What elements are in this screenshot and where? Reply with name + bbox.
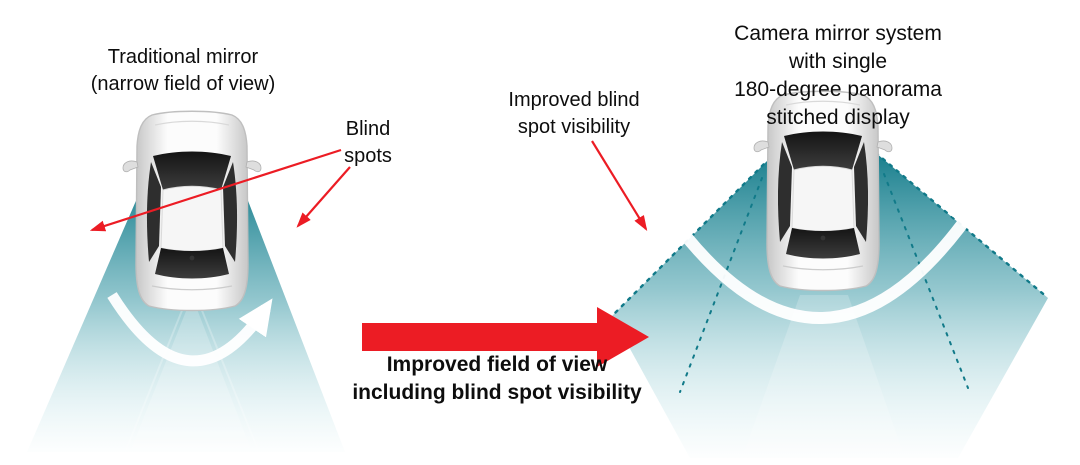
blind-spot-pointer-arrows: [89, 148, 351, 232]
improved-visibility-pointer-arrow: [591, 140, 648, 231]
fan-dashed-edge-right: [874, 151, 1050, 300]
left-diagram-title: Traditional mirror (narrow field of view…: [90, 46, 276, 95]
fov-sweep-arrow-right: [661, 191, 986, 324]
improvement-flow-arrow: [362, 307, 649, 367]
blind-spot-pointer-arrow-left: [89, 148, 342, 232]
car-top-view-left: [122, 110, 262, 312]
cone-center-highlight: [130, 296, 252, 452]
fan-seam-left: [679, 177, 763, 393]
improvement-caption: Improved field of view including blind s…: [352, 353, 642, 404]
fan-center-highlight: [742, 295, 905, 458]
improved-visibility-label: Improved blind spot visibility: [508, 89, 640, 138]
traditional-mirror-fov-cone: [27, 180, 345, 452]
right-diagram-title: Camera mirror system with single 180-deg…: [734, 22, 942, 129]
fov-sweep-arrow-left: [107, 292, 273, 367]
fan-fill: [612, 153, 1048, 458]
fan-seam-right: [883, 173, 969, 389]
blind-spots-label: Blind spots: [344, 118, 392, 167]
cone-fill: [27, 180, 345, 452]
camera-mirror-fov-fan: [610, 151, 1050, 458]
fan-dashed-edge-left: [610, 156, 772, 318]
blind-spot-pointer-arrow-right: [296, 166, 351, 228]
